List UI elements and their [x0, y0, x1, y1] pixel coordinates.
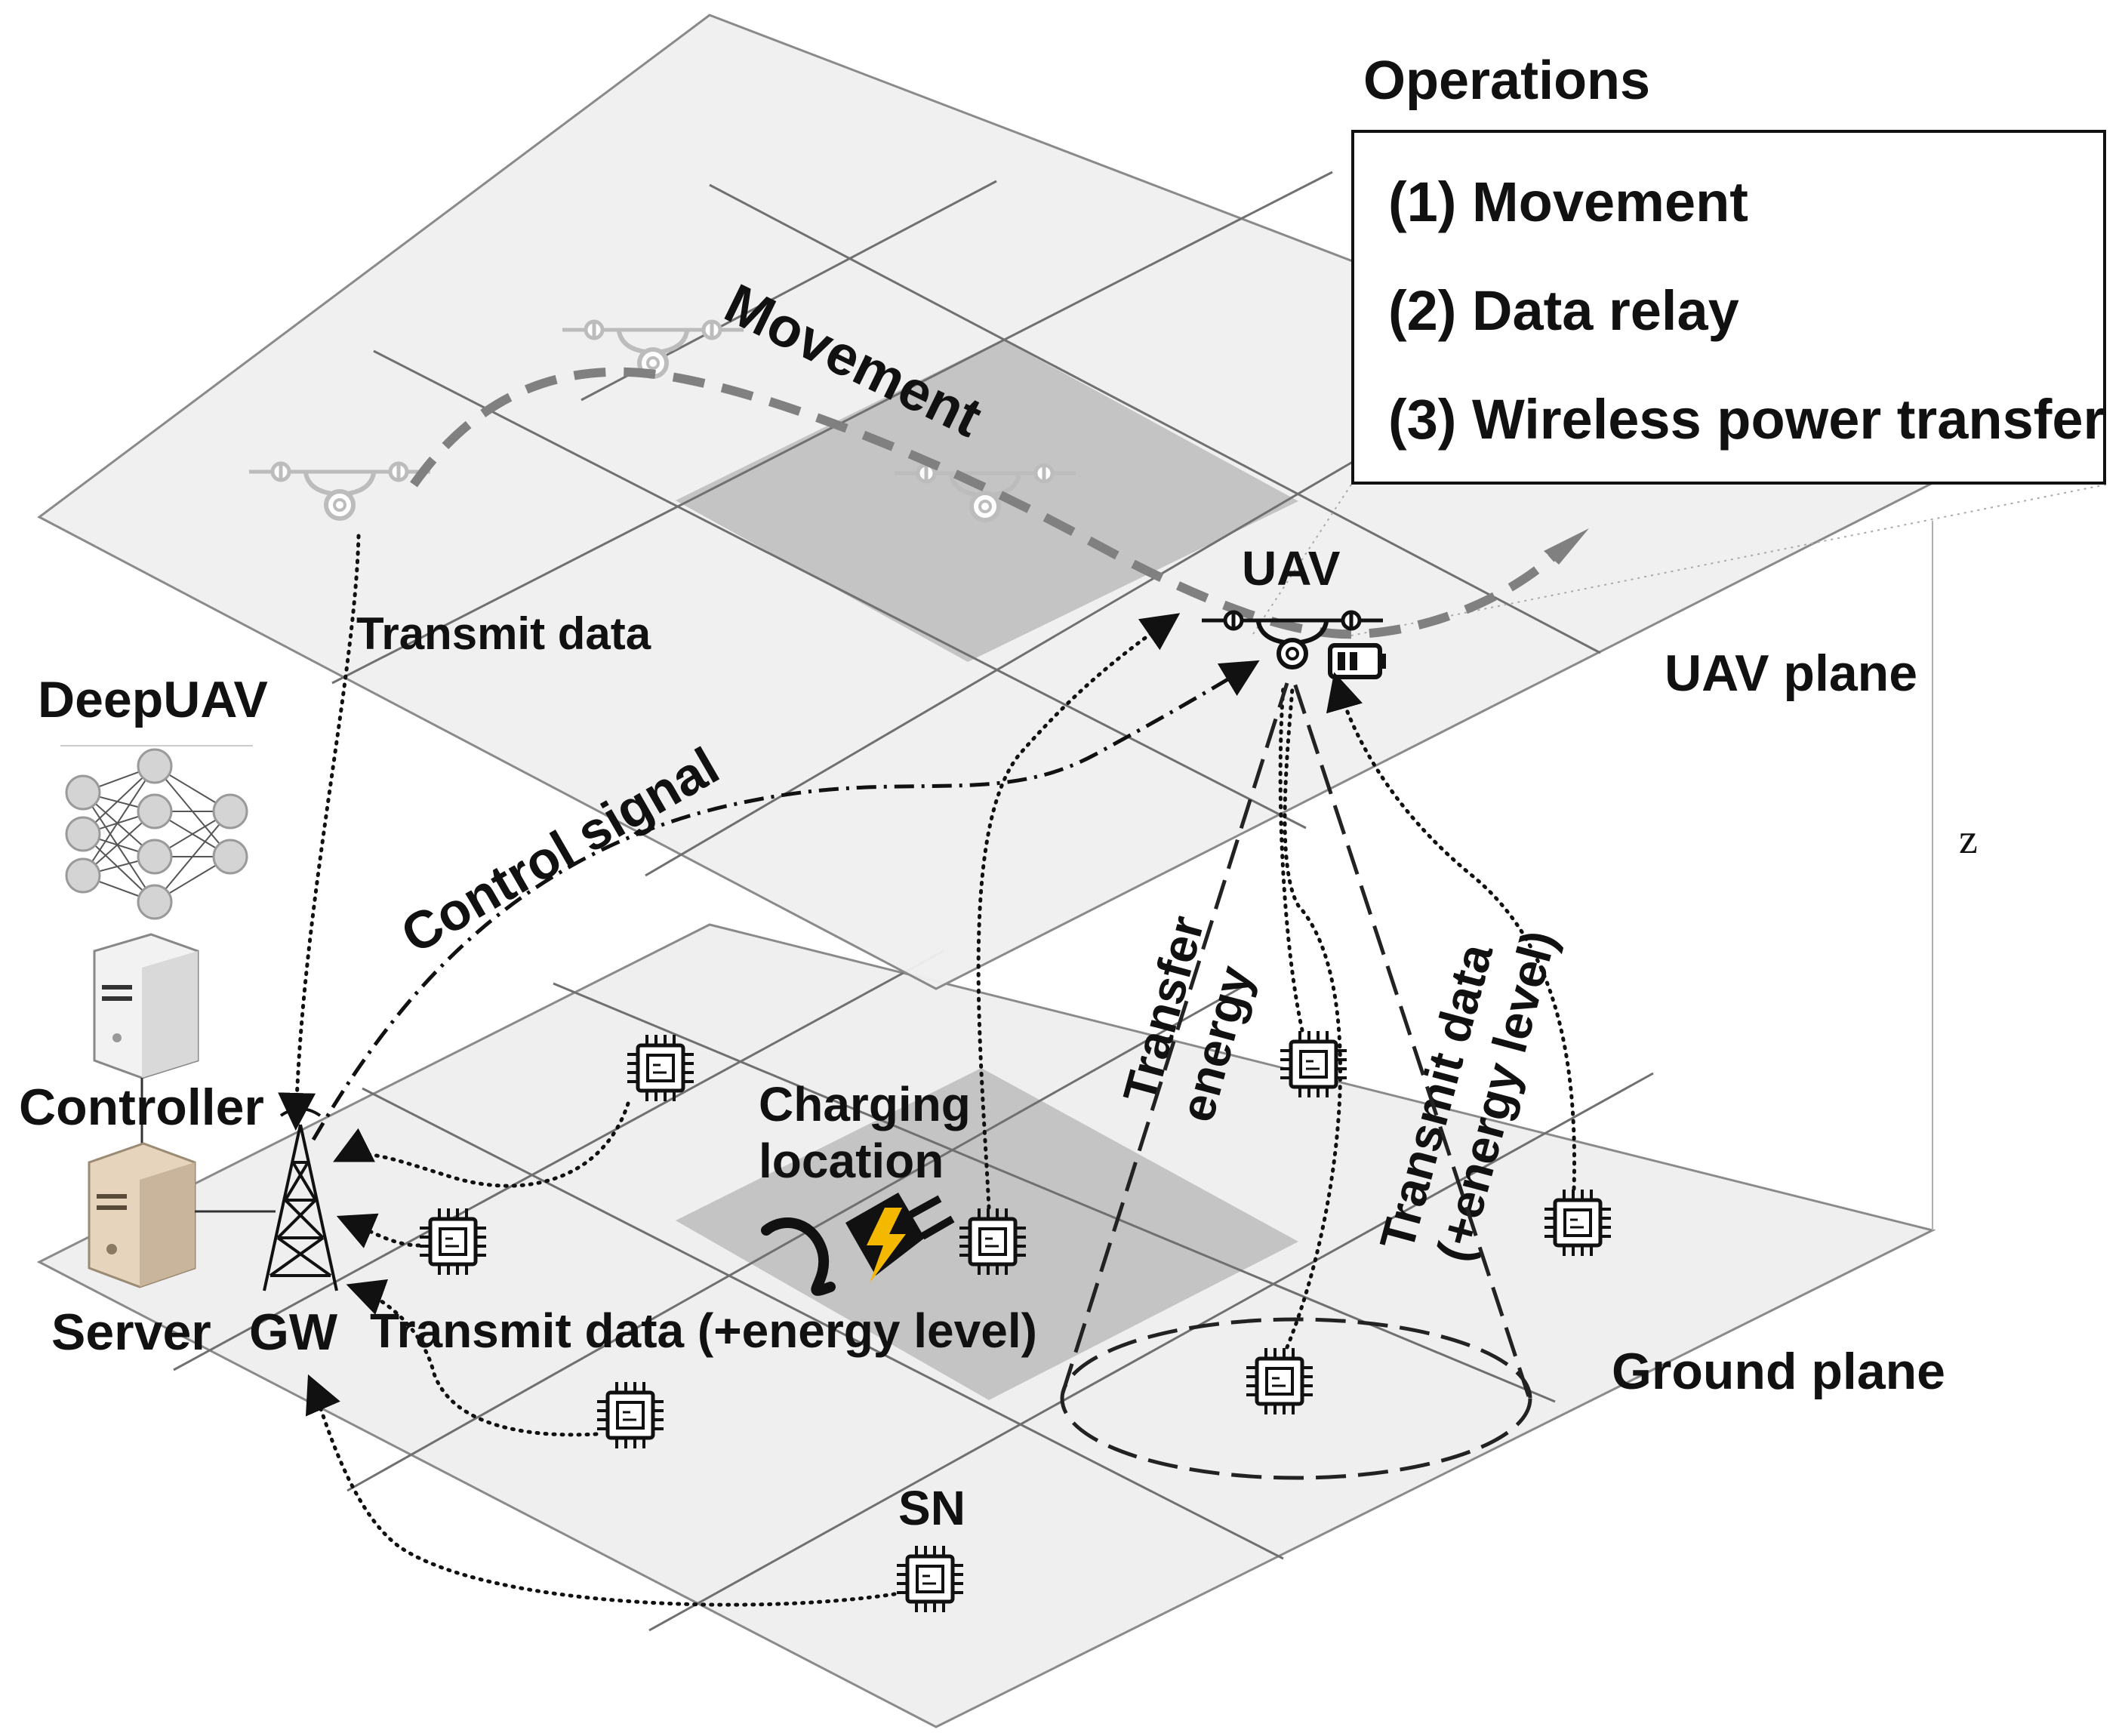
- movement-arrowhead: [1544, 528, 1589, 565]
- link-sn3-uav: [976, 613, 1181, 1210]
- gw-tower-icon: [263, 1103, 338, 1291]
- operation-item-movement: (1) Movement: [1388, 171, 1748, 233]
- gw-label: GW: [249, 1304, 338, 1361]
- operation-item-wireless-power: (3) Wireless power transfer: [1388, 388, 2105, 451]
- ground-plane-label: Ground plane: [1612, 1343, 1945, 1400]
- transmit-data-energy-label: Transmit data (+energy level): [370, 1304, 1037, 1358]
- operations-title: Operations: [1363, 51, 1651, 111]
- sn-label: SN: [898, 1481, 965, 1535]
- charging-plug-icon: [761, 1193, 955, 1296]
- uav-plane-label: UAV plane: [1665, 645, 1917, 702]
- link-sn5-uav: [1278, 685, 1304, 1033]
- energy-transfer-cone: [1060, 682, 1532, 1480]
- charging-location-line1: Charging: [759, 1077, 971, 1131]
- controller-computer-icon: [93, 933, 199, 1079]
- link-sn1-gw: [333, 1101, 630, 1188]
- transmit-data-top-label: Transmit data: [356, 608, 651, 659]
- deepuav-label: DeepUAV: [38, 671, 268, 728]
- link-sn8-gw: [305, 1374, 897, 1607]
- control-signal-link: [311, 660, 1260, 1141]
- controller-label: Controller: [19, 1079, 264, 1136]
- link-sn7-uav: [1283, 686, 1342, 1350]
- link-sn6-uav: [1326, 672, 1576, 1191]
- link-sn4-gw: [346, 1279, 599, 1437]
- operations-list: (1) Movement (2) Data relay (3) Wireless…: [1388, 165, 2105, 491]
- neural-network-icon: [65, 748, 248, 920]
- operations-box: (1) Movement (2) Data relay (3) Wireless…: [1351, 130, 2106, 485]
- battery-icon: [1328, 643, 1386, 679]
- charging-location-line2: location: [759, 1134, 944, 1188]
- server-label: Server: [51, 1304, 211, 1361]
- server-computer-icon: [88, 1142, 196, 1288]
- operation-item-data-relay: (2) Data relay: [1388, 279, 1739, 342]
- uav-label: UAV: [1242, 541, 1341, 596]
- link-sn2-gw: [336, 1213, 421, 1248]
- link-uav-ghost-gw: [278, 534, 361, 1131]
- z-axis-label: z: [1959, 816, 1978, 863]
